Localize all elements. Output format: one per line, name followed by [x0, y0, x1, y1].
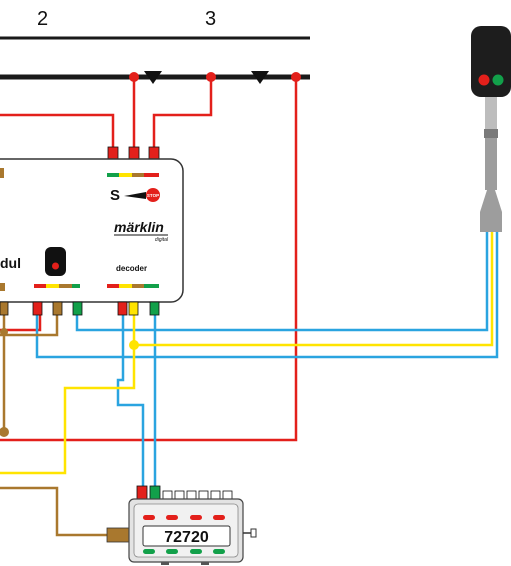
signal-head: [471, 26, 511, 97]
control-unit-right-connector: [243, 528, 257, 538]
control-unit-bottom-tabs: [161, 562, 209, 565]
bottom-pin: [128, 301, 139, 316]
bottom-pin: [72, 301, 83, 316]
insulation-triangle-icon: [251, 71, 269, 84]
control-unit-side-connector: [106, 527, 130, 543]
top-pin: [107, 146, 119, 160]
top-pin: [148, 146, 160, 160]
control-unit-label-plate: [142, 525, 231, 547]
control-unit-green-buttons: [143, 549, 225, 554]
module-label-partial: dul: [0, 255, 21, 271]
signal-mast-base: [480, 190, 502, 232]
bottom-pin: [0, 301, 9, 316]
signal-lamp-green-icon: [492, 74, 504, 86]
stop-sign-icon: [146, 188, 160, 202]
mini-signal-icon: [45, 247, 66, 276]
signal-mast-lower: [485, 138, 497, 190]
brown-wires: [0, 312, 120, 537]
brand-logo: märklin: [114, 219, 164, 235]
control-unit-id: 72720: [164, 529, 209, 546]
bottom-left-color-bar: [34, 284, 80, 288]
edge-pad: [0, 283, 5, 291]
yellow-wires: [0, 230, 494, 475]
mini-signal-lamp-icon: [52, 262, 59, 270]
top-pin: [128, 146, 140, 160]
section-label-3: 3: [205, 8, 216, 30]
control-unit-top-pins: [136, 485, 233, 501]
feed-junction: [206, 72, 216, 82]
decoder-label: decoder: [116, 264, 147, 273]
stop-sign-text: STOP: [147, 193, 159, 198]
bottom-pin: [149, 301, 160, 316]
section-label-2: 2: [37, 8, 48, 30]
edge-pad: [0, 168, 4, 178]
feed-junction: [129, 72, 139, 82]
brand-sub: digital: [155, 237, 169, 243]
signal-mast-joint: [484, 129, 498, 138]
bottom-pin: [117, 301, 128, 316]
feed-junction: [291, 72, 301, 82]
yellow-junction: [129, 340, 139, 350]
insulation-triangle-icon: [144, 71, 162, 84]
bottom-right-color-bar: [107, 284, 159, 288]
stop-indicator-letter: S: [110, 187, 120, 204]
brown-junction: [0, 427, 9, 437]
signal-mast-upper: [485, 96, 497, 129]
top-color-bar: [107, 173, 159, 177]
signal-lamp-red-icon: [478, 74, 490, 86]
control-unit-red-buttons: [143, 515, 225, 520]
bottom-pin: [32, 301, 43, 316]
switch-arm-icon: [124, 192, 146, 199]
brown-junction: [0, 328, 8, 336]
bottom-pin: [52, 301, 63, 316]
red-feed-wires: [0, 77, 298, 442]
